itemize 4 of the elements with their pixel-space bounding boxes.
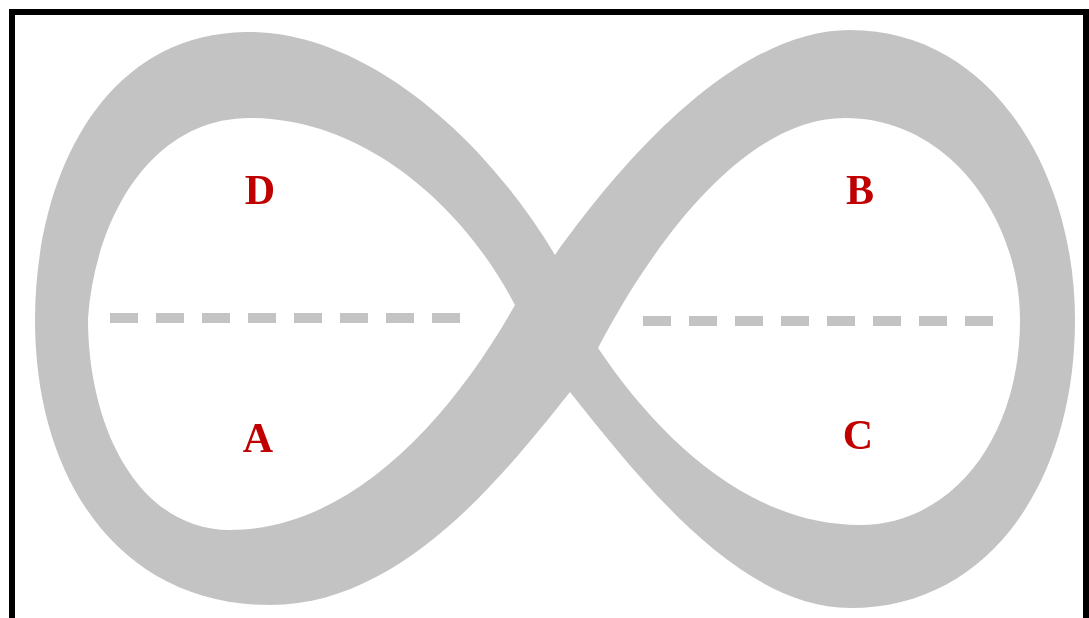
region-label: A [242,417,274,459]
region-label: B [846,169,874,211]
region-label: C [842,414,874,456]
region-label: D [244,169,276,211]
